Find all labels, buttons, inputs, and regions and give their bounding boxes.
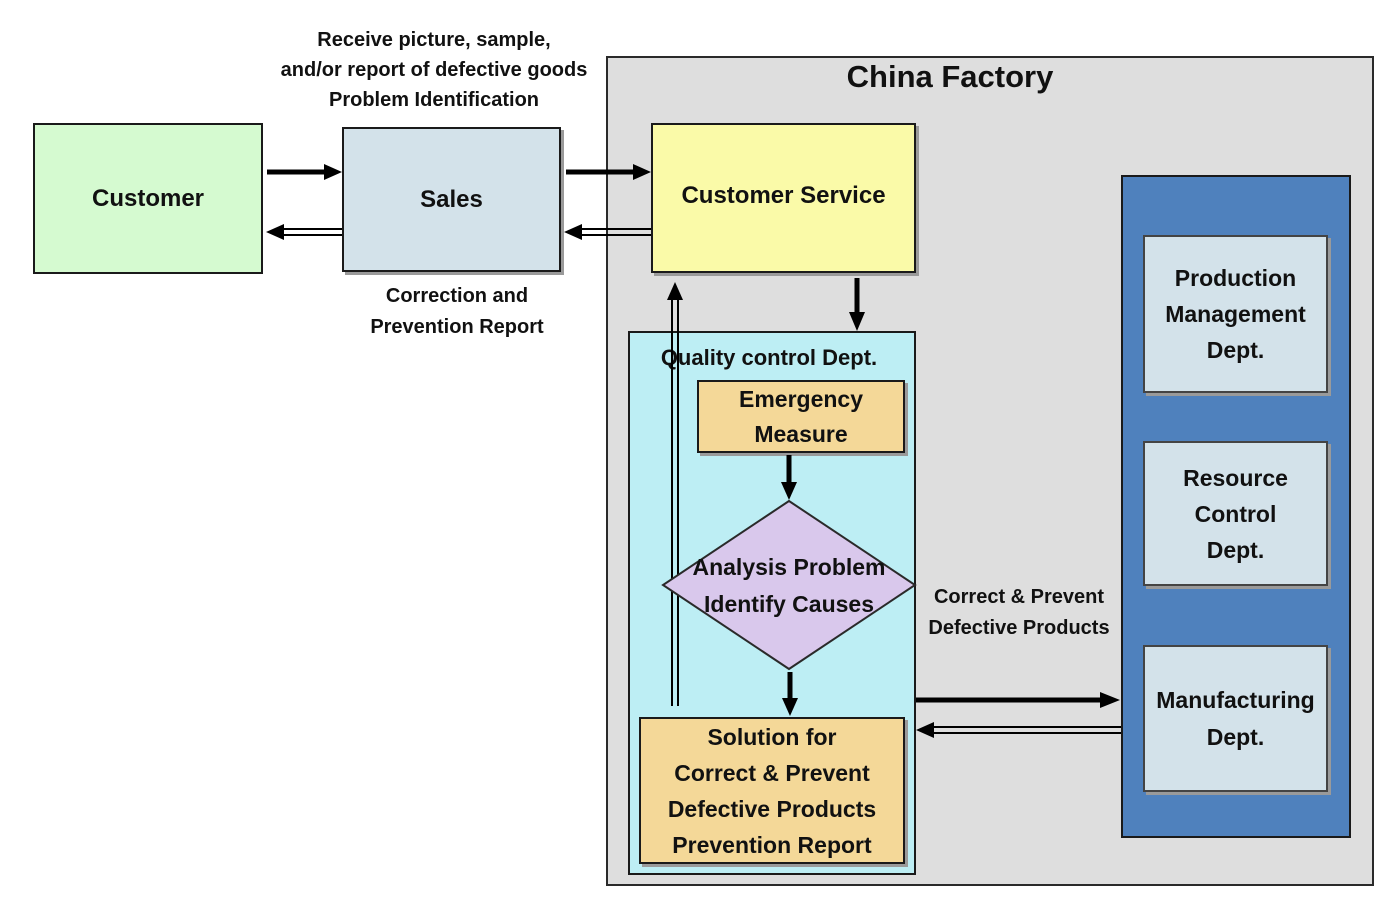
correction-report-note: Correction and Prevention Report [370, 285, 544, 338]
correct-prevent-note: Correct & Prevent Defective Products [928, 586, 1110, 639]
analysis-label: Analysis Problem Identify Causes [692, 554, 886, 617]
arrow-sales-to-customer [266, 224, 342, 240]
resource-control-dept-box[interactable]: Resource Control Dept. [1143, 441, 1328, 586]
arrow-emergency-to-analysis [781, 455, 797, 500]
arrow-manufacturing-to-solution [916, 722, 1121, 738]
sales-box[interactable]: Sales [342, 127, 561, 272]
manufacturing-dept-box[interactable]: Manufacturing Dept. [1143, 645, 1328, 792]
arrow-analysis-to-solution [782, 672, 798, 716]
production-management-dept-label: Production Management Dept. [1165, 265, 1306, 363]
solution-box[interactable]: Solution for Correct & Prevent Defective… [639, 717, 905, 864]
production-management-dept-box[interactable]: Production Management Dept. [1143, 235, 1328, 393]
emergency-measure-label: Emergency Measure [738, 385, 863, 447]
manufacturing-dept-label: Manufacturing Dept. [1156, 686, 1315, 750]
customer-box[interactable]: Customer [33, 123, 263, 274]
customer-service-label: Customer Service [681, 182, 886, 209]
quality-control-title: Quality control Dept. [660, 345, 878, 370]
arrow-customer-service-to-sales [564, 224, 651, 240]
sales-label: Sales [420, 185, 483, 213]
arrow-customer-service-to-quality [849, 278, 865, 331]
resource-control-dept-label: Resource Control Dept. [1183, 464, 1288, 563]
arrow-solution-to-manufacturing [916, 692, 1120, 708]
arrow-customer-to-sales [267, 164, 342, 180]
china-factory-title: China Factory [846, 59, 1054, 94]
problem-identification-note: Receive picture, sample, and/or report o… [280, 29, 588, 111]
customer-label: Customer [91, 184, 205, 212]
arrow-solution-to-customer-service [667, 282, 683, 706]
solution-label: Solution for Correct & Prevent Defective… [667, 723, 877, 858]
customer-service-box[interactable]: Customer Service [651, 123, 916, 273]
arrow-sales-to-customer-service [566, 164, 651, 180]
analysis-diamond[interactable] [661, 499, 917, 671]
emergency-measure-box[interactable]: Emergency Measure [697, 380, 905, 453]
